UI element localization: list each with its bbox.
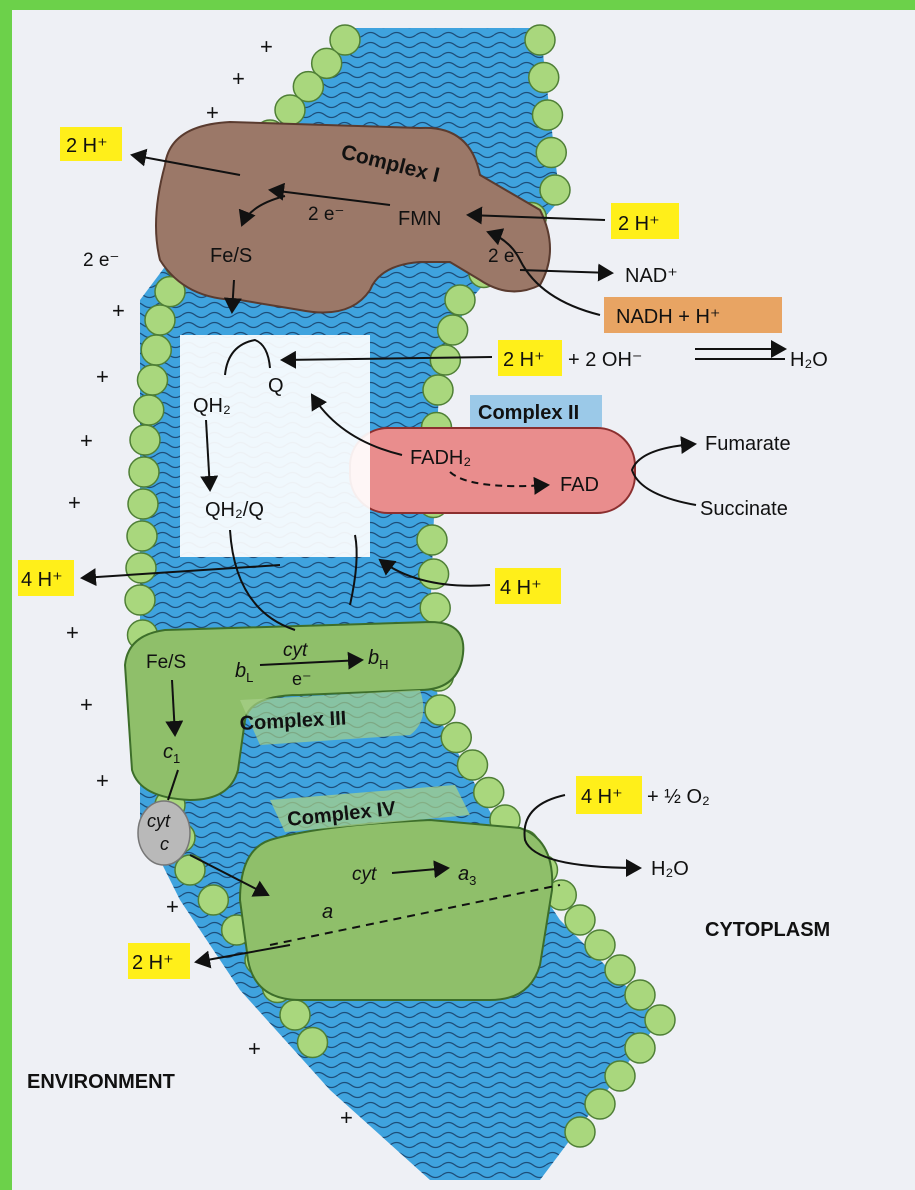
lipid-bead: [605, 955, 635, 985]
lipid-bead: [145, 305, 175, 335]
plus-sign: +: [68, 490, 81, 515]
h4-mid-label: 4 H⁺: [500, 577, 542, 599]
qh2q-label: QH₂/Q: [205, 499, 264, 521]
a-label: a: [322, 901, 333, 923]
complex-2-shape: [350, 428, 635, 513]
succinate-label: Succinate: [700, 498, 788, 520]
plus-sign: +: [166, 894, 179, 919]
lipid-bead: [529, 63, 559, 93]
lipid-bead: [128, 489, 158, 519]
lipid-bead: [458, 750, 488, 780]
lipid-bead: [198, 885, 228, 915]
h2o-top-label: H₂O: [790, 349, 828, 371]
lipid-bead: [130, 425, 160, 455]
fmn-label: FMN: [398, 208, 441, 230]
plus-sign: +: [232, 66, 245, 91]
lipid-bead: [275, 95, 305, 125]
lipid-bead: [127, 521, 157, 551]
h4-o2-label: 4 H⁺: [581, 786, 623, 808]
nad-label: NAD⁺: [625, 265, 678, 287]
plus-sign: +: [340, 1105, 353, 1130]
lipid-bead: [565, 905, 595, 935]
cytochrome-c: cyt c: [138, 801, 190, 865]
lipid-bead: [138, 365, 168, 395]
plus-sign: +: [112, 298, 125, 323]
q-pool-box: [180, 335, 370, 557]
plus-sign: +: [260, 34, 273, 59]
qh2-label: QH₂: [193, 395, 231, 417]
lipid-bead: [425, 695, 455, 725]
plus-sign: +: [66, 620, 79, 645]
lipid-bead: [438, 315, 468, 345]
fes-1-label: Fe/S: [210, 245, 252, 267]
lipid-bead: [605, 1061, 635, 1091]
lipid-bead: [474, 778, 504, 808]
h2-bottom-label: 2 H⁺: [132, 952, 174, 974]
lipid-bead: [420, 593, 450, 623]
h2o-bottom-label: H₂O: [651, 858, 689, 880]
lipid-bead: [540, 175, 570, 205]
fadh2-label: FADH₂: [410, 447, 471, 469]
lipid-bead: [565, 1117, 595, 1147]
lipid-bead: [625, 980, 655, 1010]
lipid-bead: [129, 457, 159, 487]
lipid-bead: [298, 1028, 328, 1058]
nadh-label: NADH + H⁺: [616, 306, 720, 328]
cytc-top-label: cyt: [147, 811, 171, 831]
lipid-bead: [585, 1089, 615, 1119]
lipid-bead: [126, 553, 156, 583]
q-label: Q: [268, 375, 284, 397]
lipid-bead: [585, 930, 615, 960]
lipid-bead: [125, 585, 155, 615]
plus-sign: +: [80, 428, 93, 453]
lipid-bead: [441, 723, 471, 753]
lipid-bead: [445, 285, 475, 315]
e-single-label: e⁻: [292, 669, 312, 689]
fes-3-label: Fe/S: [146, 652, 186, 673]
complex-2-label: Complex II: [478, 402, 579, 424]
cytc-bottom-label: c: [160, 834, 169, 854]
electrons-2c: 2 e⁻: [83, 250, 119, 271]
lipid-bead: [430, 345, 460, 375]
cytoplasm-label: CYTOPLASM: [705, 919, 830, 941]
plus-sign: +: [80, 692, 93, 717]
lipid-bead: [280, 1000, 310, 1030]
o2-label: + ½ O₂: [647, 786, 710, 808]
lipid-bead: [134, 395, 164, 425]
lipid-bead: [645, 1005, 675, 1035]
h2-top-right-label: 2 H⁺: [618, 213, 660, 235]
fad-label: FAD: [560, 474, 599, 496]
plus-sign: +: [248, 1036, 261, 1061]
arrow-succinate-fumarate: [632, 444, 696, 505]
lipid-bead: [625, 1033, 655, 1063]
complex-4-shape: [240, 820, 552, 1000]
lipid-bead: [536, 138, 566, 168]
lipid-bead: [417, 525, 447, 555]
plus-sign: +: [96, 364, 109, 389]
lipid-bead: [423, 375, 453, 405]
electrons-2a: 2 e⁻: [308, 204, 344, 225]
oh-label: + 2 OH⁻: [568, 349, 642, 371]
environment-label: ENVIRONMENT: [27, 1071, 175, 1093]
h2-oh-label: 2 H⁺: [503, 349, 545, 371]
h2-top-left-label: 2 H⁺: [66, 135, 108, 157]
plus-sign: +: [96, 768, 109, 793]
plus-sign: +: [206, 100, 219, 125]
fumarate-label: Fumarate: [705, 433, 791, 455]
cyt-b-label: cyt: [283, 640, 308, 661]
lipid-bead: [533, 100, 563, 130]
lipid-bead: [141, 335, 171, 365]
lipid-bead: [525, 25, 555, 55]
cyt-a-label: cyt: [352, 864, 377, 885]
h4-left-label: 4 H⁺: [21, 569, 63, 591]
